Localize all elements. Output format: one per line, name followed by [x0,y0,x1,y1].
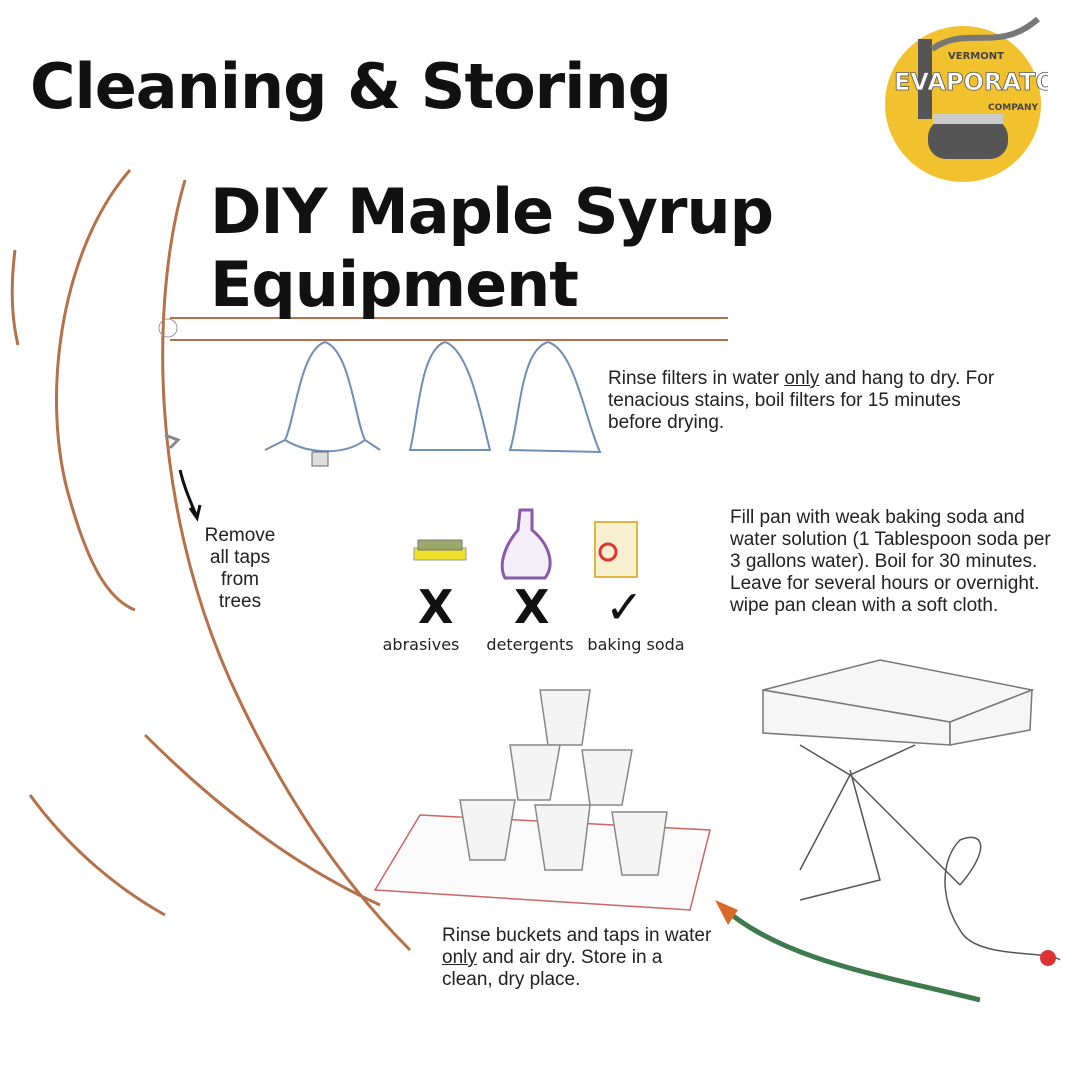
pan-stand [799,744,1061,961]
arrow-icon [178,469,198,516]
sponge-icon [413,539,467,561]
abrasives-x-mark: X [418,580,454,634]
pulley-icon [158,318,178,338]
title-line-1: Cleaning & Storing [30,50,672,123]
logo-text-evaporator: EVAPORATOR [894,68,1048,96]
hose [718,903,981,1003]
hose-valve-icon [1040,950,1056,966]
abrasives-label: abrasives [382,635,460,654]
evaporator-pan [762,659,1035,746]
detergents-x-mark: X [514,580,550,634]
detergent-bottle-icon [500,508,552,580]
tap-icon [164,433,181,450]
detergents-label: detergents [486,635,574,654]
spile-icon [715,900,738,925]
vermont-evaporator-logo: VERMONT EVAPORATOR COMPANY [878,14,1075,184]
tree-trunks [10,169,412,952]
hanging-filters [264,341,602,454]
baking-soda-label: baking soda [587,635,685,654]
baking-soda-box-icon [594,521,638,578]
clothesline [170,317,728,341]
logo-text-company: COMPANY [988,103,1038,113]
title-line-2: DIY Maple Syrup Equipment [210,175,774,321]
baking-soda-check-mark: ✓ [605,580,644,634]
taps-note: Remove all taps from trees [204,525,276,612]
pan-note: Fill pan with weak baking soda and water… [730,507,1051,616]
buckets-note: Rinse buckets and taps in water only and… [442,925,712,990]
filters-note: Rinse filters in water only and hang to … [608,368,995,433]
stacked-buckets [373,689,711,911]
logo-text-vermont: VERMONT [948,51,1004,62]
